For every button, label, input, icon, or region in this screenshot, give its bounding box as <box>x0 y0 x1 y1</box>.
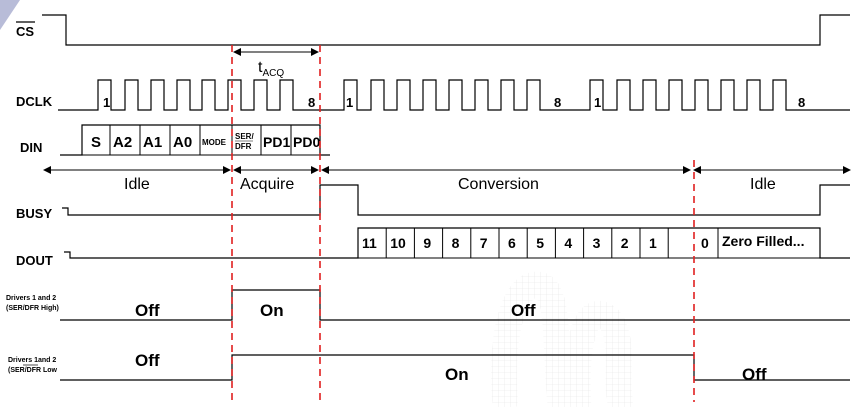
dout-bit: 6 <box>508 235 516 251</box>
dout-bit: 11 <box>362 235 377 251</box>
dclk-count-labels: 1 8 1 8 1 8 <box>103 95 805 110</box>
din-bit-pd0: PD0 <box>293 134 320 150</box>
dout-bit-0: 0 <box>701 235 709 251</box>
dclk-pulse-train <box>58 79 850 111</box>
busy-waveform <box>62 184 850 216</box>
cs-waveform <box>42 14 850 46</box>
drivers-high-off-1: Off <box>135 301 160 320</box>
clk-label-8c: 8 <box>798 95 805 110</box>
din-label: DIN <box>20 140 42 155</box>
clk-label-1b: 1 <box>346 95 353 110</box>
busy-label: BUSY <box>16 206 52 221</box>
dout-bits: 11 10 9 8 7 6 5 4 3 2 1 <box>362 228 669 258</box>
dout-bit: 10 <box>390 235 406 251</box>
din-waveform <box>60 124 330 156</box>
dout-bit: 8 <box>452 235 460 251</box>
phase-idle-end: Idle <box>750 176 776 193</box>
cs-label: CS <box>16 24 34 39</box>
clk-label-1c: 1 <box>594 95 601 110</box>
din-bit-ser: SER/ <box>235 132 254 141</box>
dout-waveform <box>64 227 696 259</box>
dout-label: DOUT <box>16 253 53 268</box>
clk-label-1: 1 <box>103 95 110 110</box>
dout-bit: 9 <box>423 235 431 251</box>
dout-bit: 2 <box>621 235 629 251</box>
dout-bit: 4 <box>564 235 572 251</box>
dout-bit: 7 <box>480 235 488 251</box>
dclk-label: DCLK <box>16 94 53 109</box>
din-bit-a0: A0 <box>173 134 192 151</box>
din-bit-a2: A2 <box>113 134 132 151</box>
dout-tail-waveform <box>696 227 850 259</box>
dout-zero-filled: Zero Filled... <box>722 233 804 249</box>
drivers-high-label-1: Drivers 1 and 2 <box>6 295 56 302</box>
tacq-label: tACQ <box>258 59 284 79</box>
din-bit-dfr: DFR <box>235 142 252 151</box>
clk-label-8b: 8 <box>554 95 561 110</box>
drivers-high-on: On <box>260 301 284 320</box>
din-bit-pd1: PD1 <box>263 134 290 150</box>
drivers-low-waveform <box>60 354 850 381</box>
drivers-low-off-2: Off <box>742 365 767 384</box>
corner-decoration <box>0 0 20 30</box>
drivers-low-on: On <box>445 365 469 384</box>
drivers-high-off-2: Off <box>511 301 536 320</box>
drivers-high-label-2: (SER/DFR High) <box>6 305 59 312</box>
dclk-waveform <box>58 79 850 111</box>
dout-bit: 1 <box>649 235 657 251</box>
phase-acquire: Acquire <box>240 176 294 193</box>
drivers-high-waveform <box>60 289 850 321</box>
drivers-low-label-1: Drivers 1and 2 <box>8 357 56 364</box>
clk-label-8: 8 <box>308 95 315 110</box>
dout-bit: 5 <box>536 235 544 251</box>
drivers-low-label-2: (SER/DFR Low <box>8 367 58 374</box>
din-bit-s: S <box>91 134 101 151</box>
watermark <box>491 271 633 407</box>
dout-bit: 3 <box>593 235 601 251</box>
din-bit-a1: A1 <box>143 134 162 151</box>
phase-conversion: Conversion <box>458 176 539 193</box>
drivers-low-off-1: Off <box>135 351 160 370</box>
din-bits: S A2 A1 A0 MODE SER/ DFR PD1 PD0 <box>82 125 320 156</box>
din-bit-mode: MODE <box>202 138 227 147</box>
phase-idle: Idle <box>124 176 150 193</box>
